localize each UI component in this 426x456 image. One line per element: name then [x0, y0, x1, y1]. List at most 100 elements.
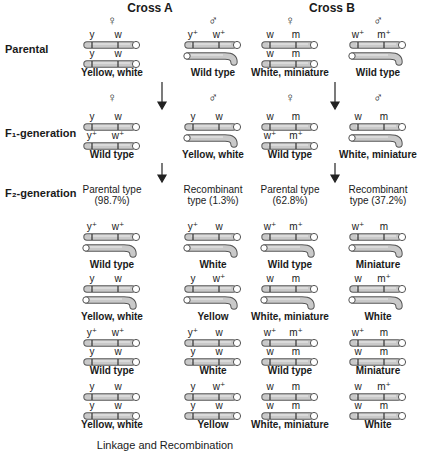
- chromosome-highlight: [90, 288, 130, 289]
- gene-locus: [357, 42, 358, 48]
- y-chromosome-outline: [188, 138, 234, 144]
- allele-label: w⁺: [112, 131, 125, 142]
- chromosome-highlight: [268, 342, 308, 343]
- allele-label: w⁺: [352, 222, 365, 233]
- x-chromosome: [265, 42, 310, 47]
- centromere: [132, 123, 139, 130]
- cross-arrow: [161, 163, 162, 176]
- allele-label: w: [266, 347, 273, 358]
- y-chromosome: [353, 248, 399, 254]
- x-chromosome-outline: [265, 41, 310, 48]
- allele-label: w: [215, 401, 222, 412]
- allele-label: w: [114, 401, 121, 412]
- x-chromosome-outline: [188, 233, 233, 240]
- x-chromosome: [188, 124, 233, 129]
- allele-label: w: [114, 30, 121, 41]
- generation-label: F₂-generation: [5, 188, 77, 200]
- chromosome-highlight: [191, 288, 231, 289]
- x-chromosome: [188, 234, 233, 239]
- y-chromosome-outline: [265, 248, 311, 254]
- x-chromosome-outline: [265, 358, 310, 365]
- chromosome-highlight: [356, 55, 388, 56]
- gene-locus: [357, 394, 358, 400]
- gene-locus: [117, 143, 118, 149]
- phenotype-label: Yellow: [197, 312, 228, 323]
- x-chromosome: [353, 234, 398, 239]
- chromosome-highlight: [191, 247, 223, 248]
- gene-locus: [91, 143, 92, 149]
- gene-locus: [295, 234, 296, 240]
- allele-label: w: [266, 30, 273, 41]
- gene-locus: [117, 234, 118, 240]
- allele-label: y: [191, 274, 196, 285]
- centromere: [398, 41, 405, 48]
- allele-label: y: [191, 382, 196, 393]
- allele-label: w: [354, 347, 361, 358]
- y-chromosome: [87, 300, 133, 306]
- allele-label: m⁺: [377, 382, 391, 393]
- y-chromosome: [188, 56, 234, 62]
- allele-label: m⁺: [289, 131, 303, 142]
- centromere: [184, 53, 190, 59]
- chromosome-highlight: [268, 126, 308, 127]
- allele-label: m⁺: [289, 222, 303, 233]
- x-chromosome-outline: [188, 123, 233, 130]
- phenotype-label: White, miniature: [339, 150, 417, 161]
- chromosome-highlight: [191, 396, 231, 397]
- chromosome-highlight: [90, 396, 130, 397]
- gene-locus: [295, 286, 296, 292]
- allele-label: m⁺: [289, 328, 303, 339]
- gene-locus: [383, 42, 384, 48]
- centromere: [310, 339, 317, 346]
- phenotype-label: Miniature: [356, 366, 400, 377]
- x-chromosome-outline: [265, 233, 310, 240]
- x-chromosome: [265, 340, 310, 345]
- gene-locus: [218, 124, 219, 130]
- gene-locus: [383, 286, 384, 292]
- chromosome-highlight: [356, 247, 388, 248]
- gene-locus: [383, 124, 384, 130]
- x-chromosome-outline: [87, 233, 132, 240]
- centromere: [349, 297, 355, 303]
- arrow-head: [331, 102, 339, 109]
- chromosome-highlight: [268, 415, 308, 416]
- allele-label: y⁺: [188, 222, 198, 233]
- gene-locus: [383, 340, 384, 346]
- y-chromosome-outline: [188, 248, 234, 254]
- chromosome-highlight: [268, 44, 308, 45]
- allele-label: y: [90, 49, 95, 60]
- x-chromosome: [265, 61, 310, 66]
- allele-label: m: [292, 274, 300, 285]
- arrow-head: [331, 175, 339, 182]
- allele-label: m: [292, 112, 300, 123]
- gene-locus: [91, 394, 92, 400]
- chromosome-highlight: [268, 145, 308, 146]
- centromere: [261, 297, 267, 303]
- chromosome-highlight: [268, 247, 300, 248]
- x-chromosome-outline: [265, 393, 310, 400]
- x-chromosome-outline: [87, 142, 132, 149]
- allele-label: w: [266, 112, 273, 123]
- y-chromosome: [188, 300, 234, 306]
- centromere: [398, 412, 405, 419]
- allele-label: w: [266, 49, 273, 60]
- x-chromosome: [265, 124, 310, 129]
- chromosome-highlight: [191, 236, 231, 237]
- allele-label: y: [90, 274, 95, 285]
- allele-label: w⁺: [352, 30, 365, 41]
- allele-label: w: [114, 112, 121, 123]
- gene-locus: [117, 286, 118, 292]
- allele-label: w⁺: [112, 328, 125, 339]
- gene-locus: [91, 234, 92, 240]
- gene-locus: [192, 359, 193, 365]
- centromere: [310, 393, 317, 400]
- chromosome-highlight: [268, 63, 308, 64]
- allele-label: y: [191, 401, 196, 412]
- x-chromosome-outline: [188, 285, 233, 292]
- y-chromosome: [188, 248, 234, 254]
- allele-label: m: [380, 401, 388, 412]
- gene-locus: [269, 286, 270, 292]
- chromosome-highlight: [90, 342, 130, 343]
- x-chromosome-outline: [87, 123, 132, 130]
- centromere: [132, 60, 139, 67]
